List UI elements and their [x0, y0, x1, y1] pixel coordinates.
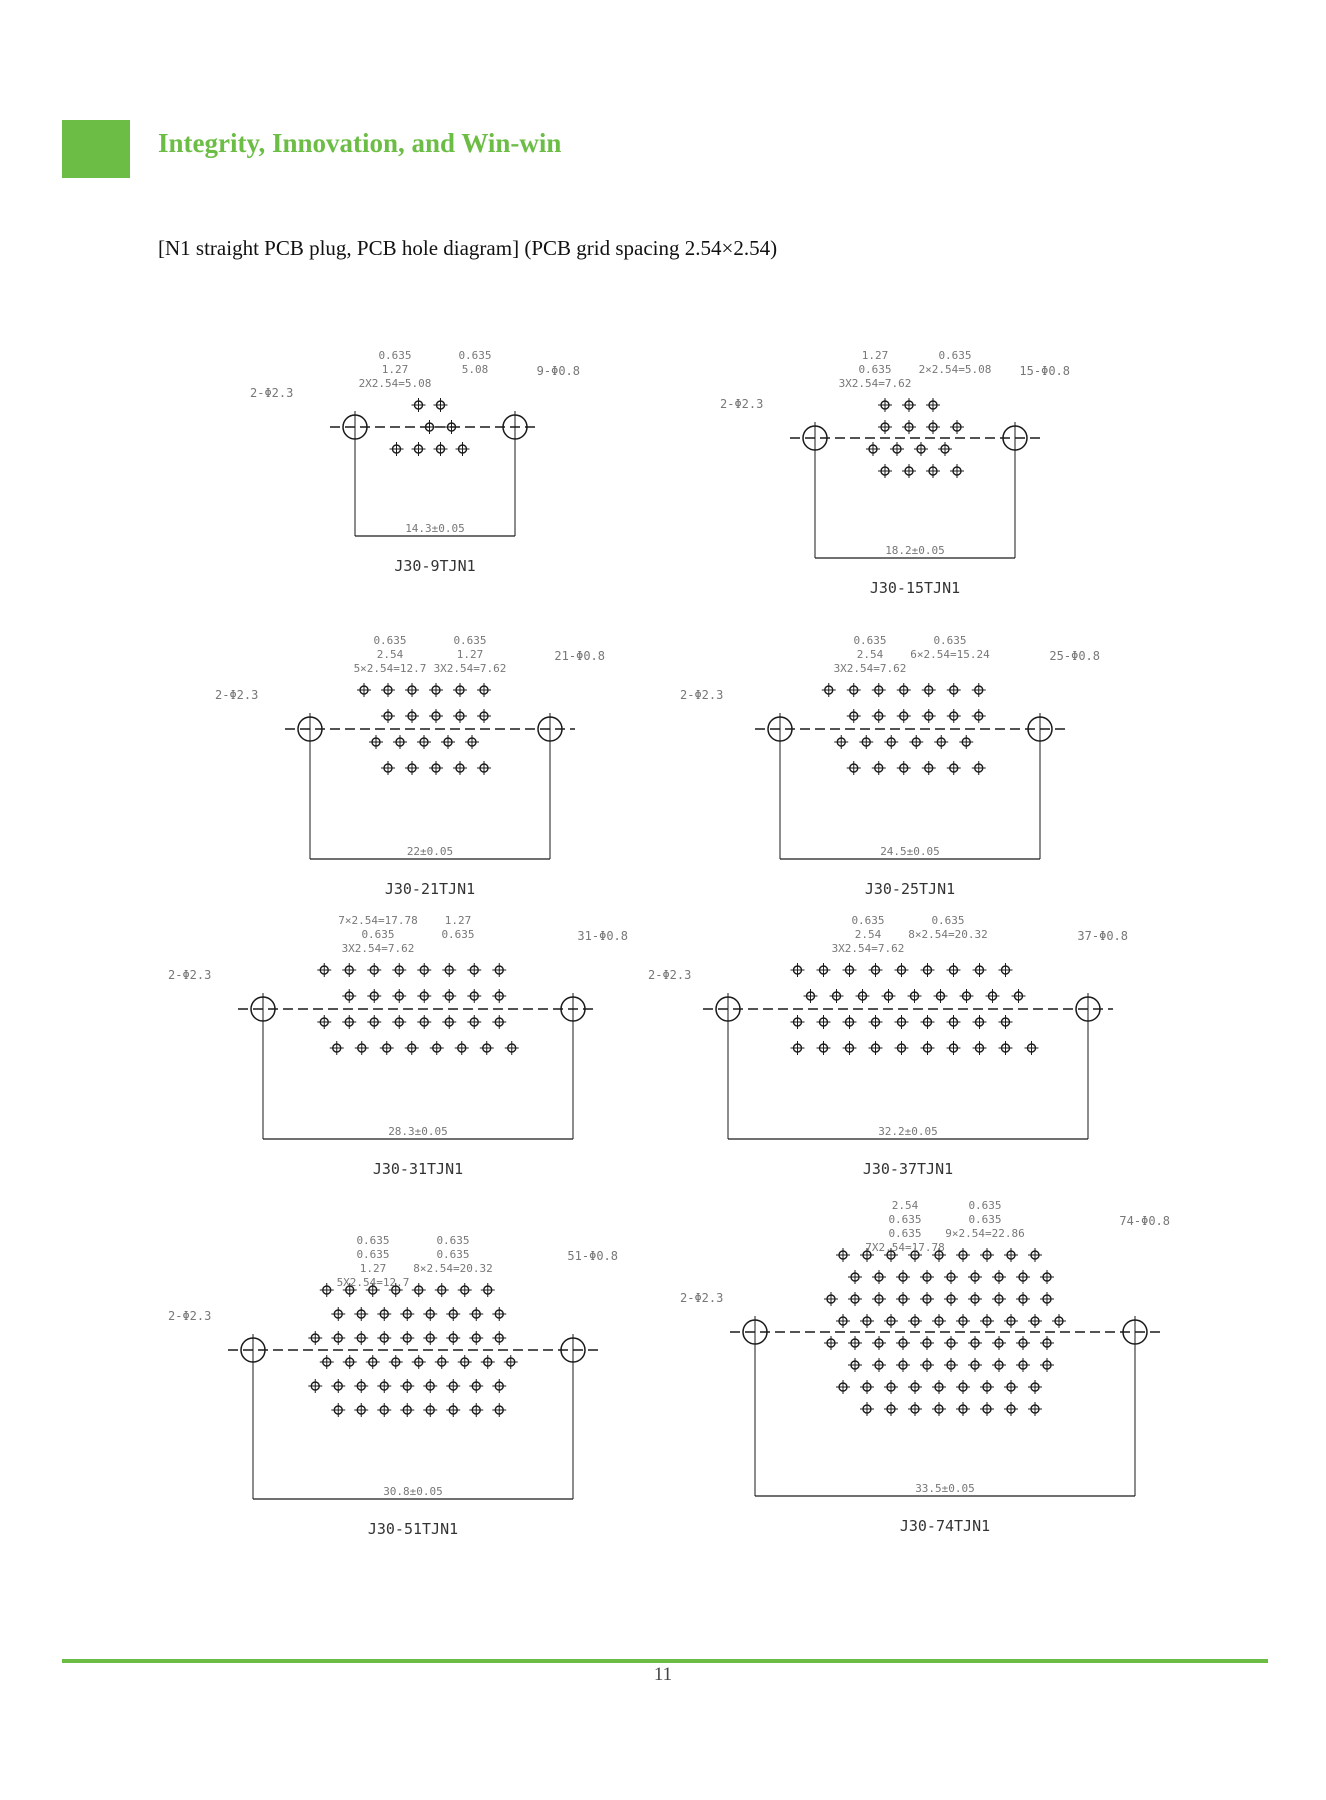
dimension-label: 5X2.54=12.7 [337, 1276, 410, 1289]
dimension-label: 0.635 [361, 928, 394, 941]
dimension-label: 3X2.54=7.62 [834, 662, 907, 675]
dimension-label: 0.635 [378, 349, 411, 362]
mount-callout: 2-Φ2.3 [168, 968, 211, 982]
dimension-label: 3X2.54=7.62 [832, 942, 905, 955]
overall-width-dim: 22±0.05 [407, 845, 453, 858]
dimension-label: 0.635 [441, 928, 474, 941]
mount-callout: 2-Φ2.3 [168, 1309, 211, 1323]
dimension-label: 6×2.54=15.24 [910, 648, 990, 661]
dimension-label: 0.635 [851, 914, 884, 927]
overall-width-dim: 32.2±0.05 [878, 1125, 938, 1138]
dimension-label: 0.635 [453, 634, 486, 647]
dimension-label: 5×2.54=12.7 [354, 662, 427, 675]
dimension-label: 0.635 [933, 634, 966, 647]
mount-callout: 2-Φ2.3 [215, 688, 258, 702]
dimension-label: 0.635 [858, 363, 891, 376]
part-name: J30-74TJN1 [900, 1517, 990, 1535]
dimension-label: 3X2.54=7.62 [839, 377, 912, 390]
dimension-label: 2.54 [377, 648, 404, 661]
dimension-label: 0.635 [968, 1213, 1001, 1226]
dimension-label: 2.54 [892, 1199, 919, 1212]
dimension-label: 1.27 [862, 349, 889, 362]
hole-callout: 37-Φ0.8 [1077, 929, 1128, 943]
dimension-label: 0.635 [888, 1227, 921, 1240]
dimension-label: 0.635 [968, 1199, 1001, 1212]
dimension-label: 5.08 [462, 363, 489, 376]
dimension-label: 1.27 [382, 363, 409, 376]
overall-width-dim: 18.2±0.05 [885, 544, 945, 557]
part-name: J30-51TJN1 [368, 1520, 458, 1538]
dimension-label: 1.27 [445, 914, 472, 927]
dimension-label: 8×2.54=20.32 [413, 1262, 492, 1275]
part-name: J30-9TJN1 [394, 557, 475, 575]
hole-callout: 9-Φ0.8 [537, 364, 580, 378]
part-name: J30-21TJN1 [385, 880, 475, 898]
mount-callout: 2-Φ2.3 [680, 688, 723, 702]
mount-callout: 2-Φ2.3 [680, 1291, 723, 1305]
dimension-label: 0.635 [458, 349, 491, 362]
dimension-label: 2.54 [857, 648, 884, 661]
section-subtitle: [N1 straight PCB plug, PCB hole diagram]… [158, 236, 778, 260]
hole-callout: 51-Φ0.8 [567, 1249, 618, 1263]
footer-divider [62, 1659, 1268, 1663]
dimension-label: 0.635 [931, 914, 964, 927]
mount-callout: 2-Φ2.3 [720, 397, 763, 411]
dimension-label: 0.635 [356, 1248, 389, 1261]
dimension-label: 0.635 [436, 1248, 469, 1261]
dimension-label: 3X2.54=7.62 [434, 662, 507, 675]
hole-callout: 31-Φ0.8 [577, 929, 628, 943]
part-name: J30-37TJN1 [863, 1160, 953, 1178]
brand-slogan: Integrity, Innovation, and Win-win [158, 128, 562, 158]
overall-width-dim: 28.3±0.05 [388, 1125, 448, 1138]
dimension-label: 1.27 [457, 648, 484, 661]
dimension-label: 3X2.54=7.62 [342, 942, 415, 955]
dimension-label: 9×2.54=22.86 [945, 1227, 1024, 1240]
dimension-label: 7×2.54=17.78 [338, 914, 417, 927]
overall-width-dim: 14.3±0.05 [405, 522, 465, 535]
hole-callout: 15-Φ0.8 [1019, 364, 1070, 378]
mount-callout: 2-Φ2.3 [648, 968, 691, 982]
hole-callout: 74-Φ0.8 [1119, 1214, 1170, 1228]
part-name: J30-31TJN1 [373, 1160, 463, 1178]
part-name: J30-25TJN1 [865, 880, 955, 898]
page-number: 11 [653, 1664, 673, 1685]
dimension-label: 2.54 [855, 928, 882, 941]
brand-square-icon [62, 120, 130, 178]
dimension-label: 7X2.54=17.78 [865, 1241, 944, 1254]
dimension-label: 0.635 [356, 1234, 389, 1247]
overall-width-dim: 33.5±0.05 [915, 1482, 975, 1495]
dimension-label: 1.27 [360, 1262, 387, 1275]
dimension-label: 0.635 [888, 1213, 921, 1226]
dimension-label: 0.635 [373, 634, 406, 647]
dimension-label: 0.635 [938, 349, 971, 362]
hole-callout: 25-Φ0.8 [1049, 649, 1100, 663]
dimension-label: 2×2.54=5.08 [919, 363, 992, 376]
dimension-label: 0.635 [436, 1234, 469, 1247]
dimension-label: 2X2.54=5.08 [359, 377, 432, 390]
overall-width-dim: 30.8±0.05 [383, 1485, 443, 1498]
hole-callout: 21-Φ0.8 [554, 649, 605, 663]
part-name: J30-15TJN1 [870, 579, 960, 597]
overall-width-dim: 24.5±0.05 [880, 845, 940, 858]
dimension-label: 8×2.54=20.32 [908, 928, 987, 941]
mount-callout: 2-Φ2.3 [250, 386, 293, 400]
dimension-label: 0.635 [853, 634, 886, 647]
